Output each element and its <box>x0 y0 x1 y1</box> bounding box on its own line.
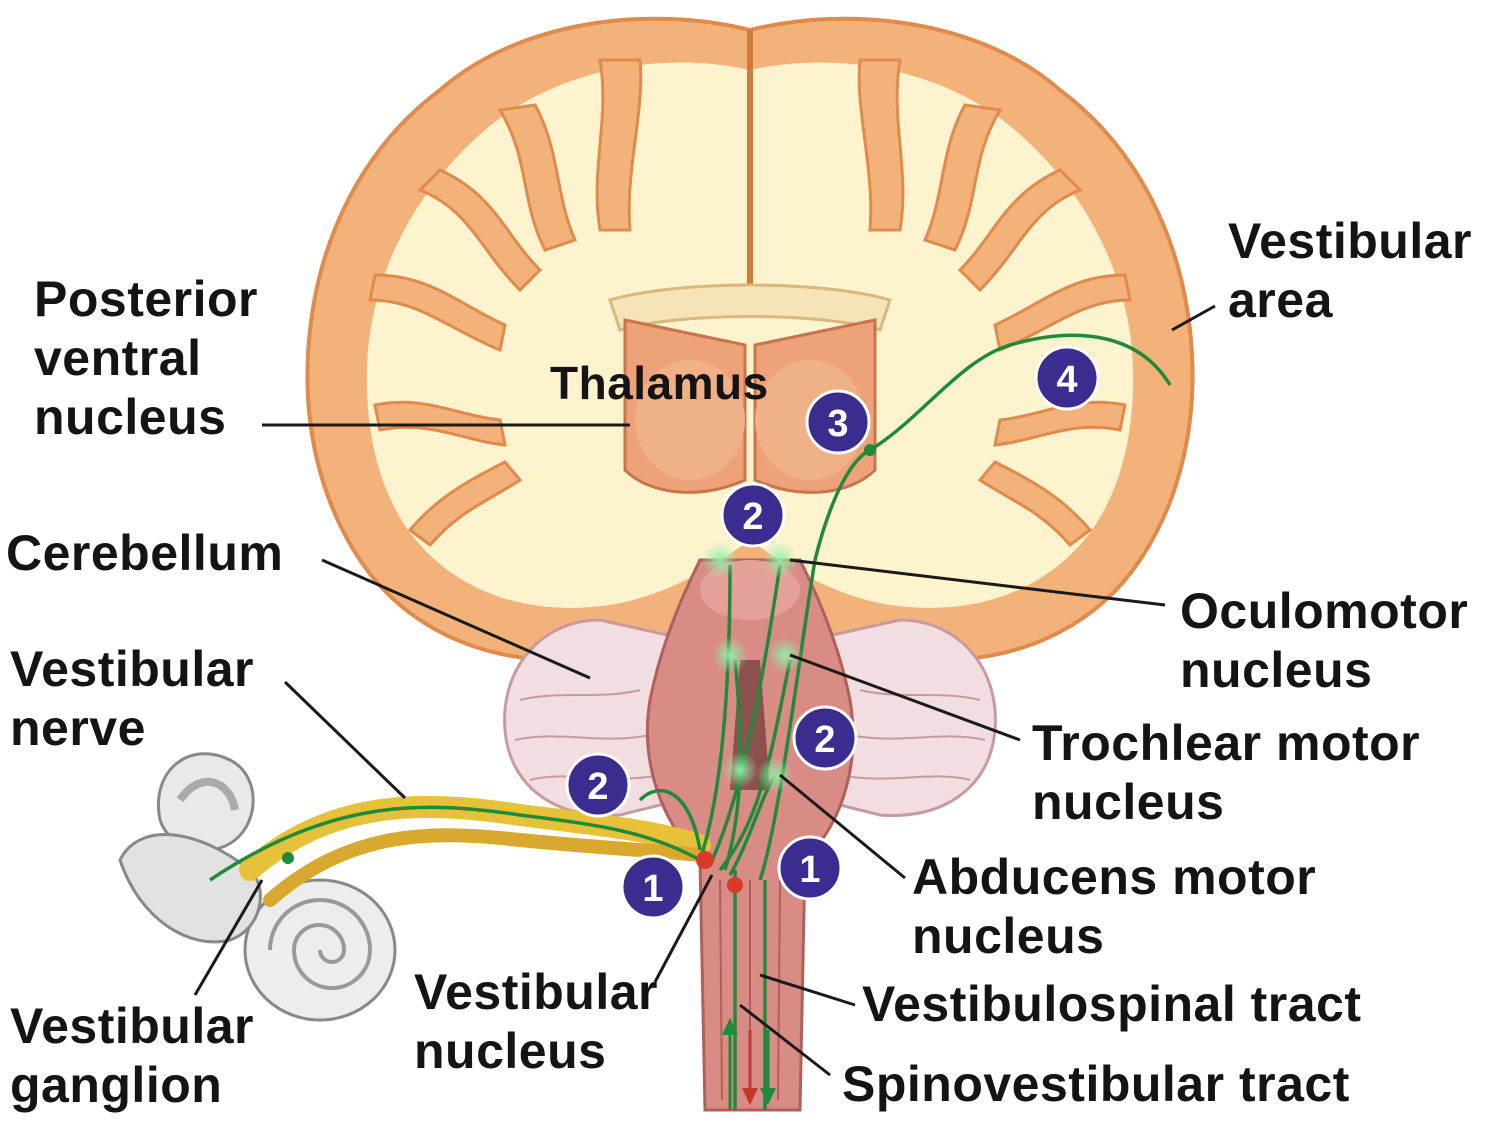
step-badge-2-left: 2 <box>565 752 631 818</box>
svg-text:2: 2 <box>742 496 763 538</box>
step-badge-3: 3 <box>805 389 871 455</box>
label-trochlear-motor-nucleus: Trochlear motor nucleus <box>1032 715 1421 830</box>
step-badge-1-left: 1 <box>620 854 686 920</box>
label-vestibular-nerve: Vestibular nerve <box>10 641 254 756</box>
step-badge-4: 4 <box>1034 345 1100 411</box>
label-abducens-motor-nucleus: Abducens motor nucleus <box>912 849 1317 964</box>
step-badge-1-right: 1 <box>777 835 843 901</box>
svg-text:1: 1 <box>799 849 820 891</box>
svg-text:4: 4 <box>1056 359 1077 401</box>
label-thalamus: Thalamus <box>550 357 769 409</box>
nucleus-glows <box>282 444 876 893</box>
step-badges: 1 1 2 2 2 3 4 <box>565 345 1100 920</box>
leader-lines <box>193 304 1216 1077</box>
svg-text:2: 2 <box>814 719 835 761</box>
label-cerebellum: Cerebellum <box>6 525 284 581</box>
step-badge-2-upper: 2 <box>720 482 786 548</box>
label-posterior-ventral-nucleus: Posterior ventral nucleus <box>34 271 259 445</box>
label-vestibular-nucleus: Vestibular nucleus <box>414 964 658 1079</box>
label-vestibulospinal-tract: Vestibulospinal tract <box>862 976 1362 1032</box>
label-vestibular-ganglion: Vestibular ganglion <box>10 998 254 1113</box>
inner-ear-structure <box>118 752 397 1022</box>
svg-text:1: 1 <box>642 868 663 910</box>
step-badge-2-right: 2 <box>792 705 858 771</box>
svg-text:3: 3 <box>827 403 848 445</box>
label-oculomotor-nucleus: Oculomotor nucleus <box>1180 583 1469 698</box>
spinal-tract-arrows <box>722 1018 776 1110</box>
svg-text:2: 2 <box>587 766 608 808</box>
label-vestibular-area: Vestibular area <box>1228 213 1472 328</box>
cerebellum-structure <box>503 618 997 818</box>
label-spinovestibular-tract: Spinovestibular tract <box>842 1056 1350 1112</box>
cerebrum-section <box>305 16 1195 663</box>
